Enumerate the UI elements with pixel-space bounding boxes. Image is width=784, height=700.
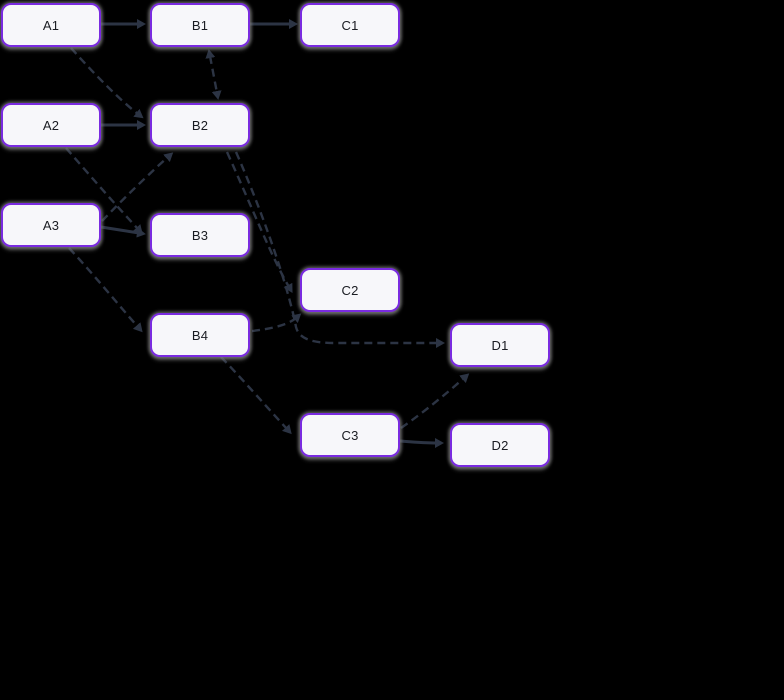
node-label: D2 (491, 437, 509, 453)
node-label: D1 (491, 337, 509, 353)
node-label: B1 (191, 17, 209, 33)
node-label: C1 (341, 17, 359, 33)
node-label: A2 (42, 117, 60, 133)
node-label: C2 (341, 282, 359, 298)
node-C2: C2 (300, 268, 400, 312)
edge-C3-D2 (399, 437, 444, 448)
node-label: B4 (191, 327, 209, 343)
node-A1: A1 (1, 3, 101, 47)
node-B3: B3 (150, 213, 250, 257)
node-label: A3 (42, 217, 60, 233)
node-D1: D1 (450, 323, 550, 367)
node-label: B3 (191, 227, 209, 243)
edge-B4-C3 (220, 356, 292, 435)
edge-B1-B2 (205, 49, 222, 100)
edge-B2-D1 (234, 151, 445, 348)
node-D2: D2 (450, 423, 550, 467)
node-A3: A3 (1, 203, 101, 247)
edge-C3-D1 (400, 373, 470, 429)
node-C3: C3 (300, 413, 400, 457)
node-label: B2 (191, 117, 209, 133)
edge-A1-B2 (70, 47, 144, 119)
node-label: A1 (42, 17, 60, 33)
edge-A2-B3 (65, 147, 143, 235)
node-B2: B2 (150, 103, 250, 147)
edge-B4-C2 (251, 313, 302, 333)
node-B1: B1 (150, 3, 250, 47)
node-C1: C1 (300, 3, 400, 47)
edge-A3-B3 (100, 225, 146, 238)
node-label: C3 (341, 427, 359, 443)
node-A2: A2 (1, 103, 101, 147)
edge-A3-B2 (101, 152, 174, 222)
edge-A3-B4 (68, 247, 143, 333)
node-B4: B4 (150, 313, 250, 357)
